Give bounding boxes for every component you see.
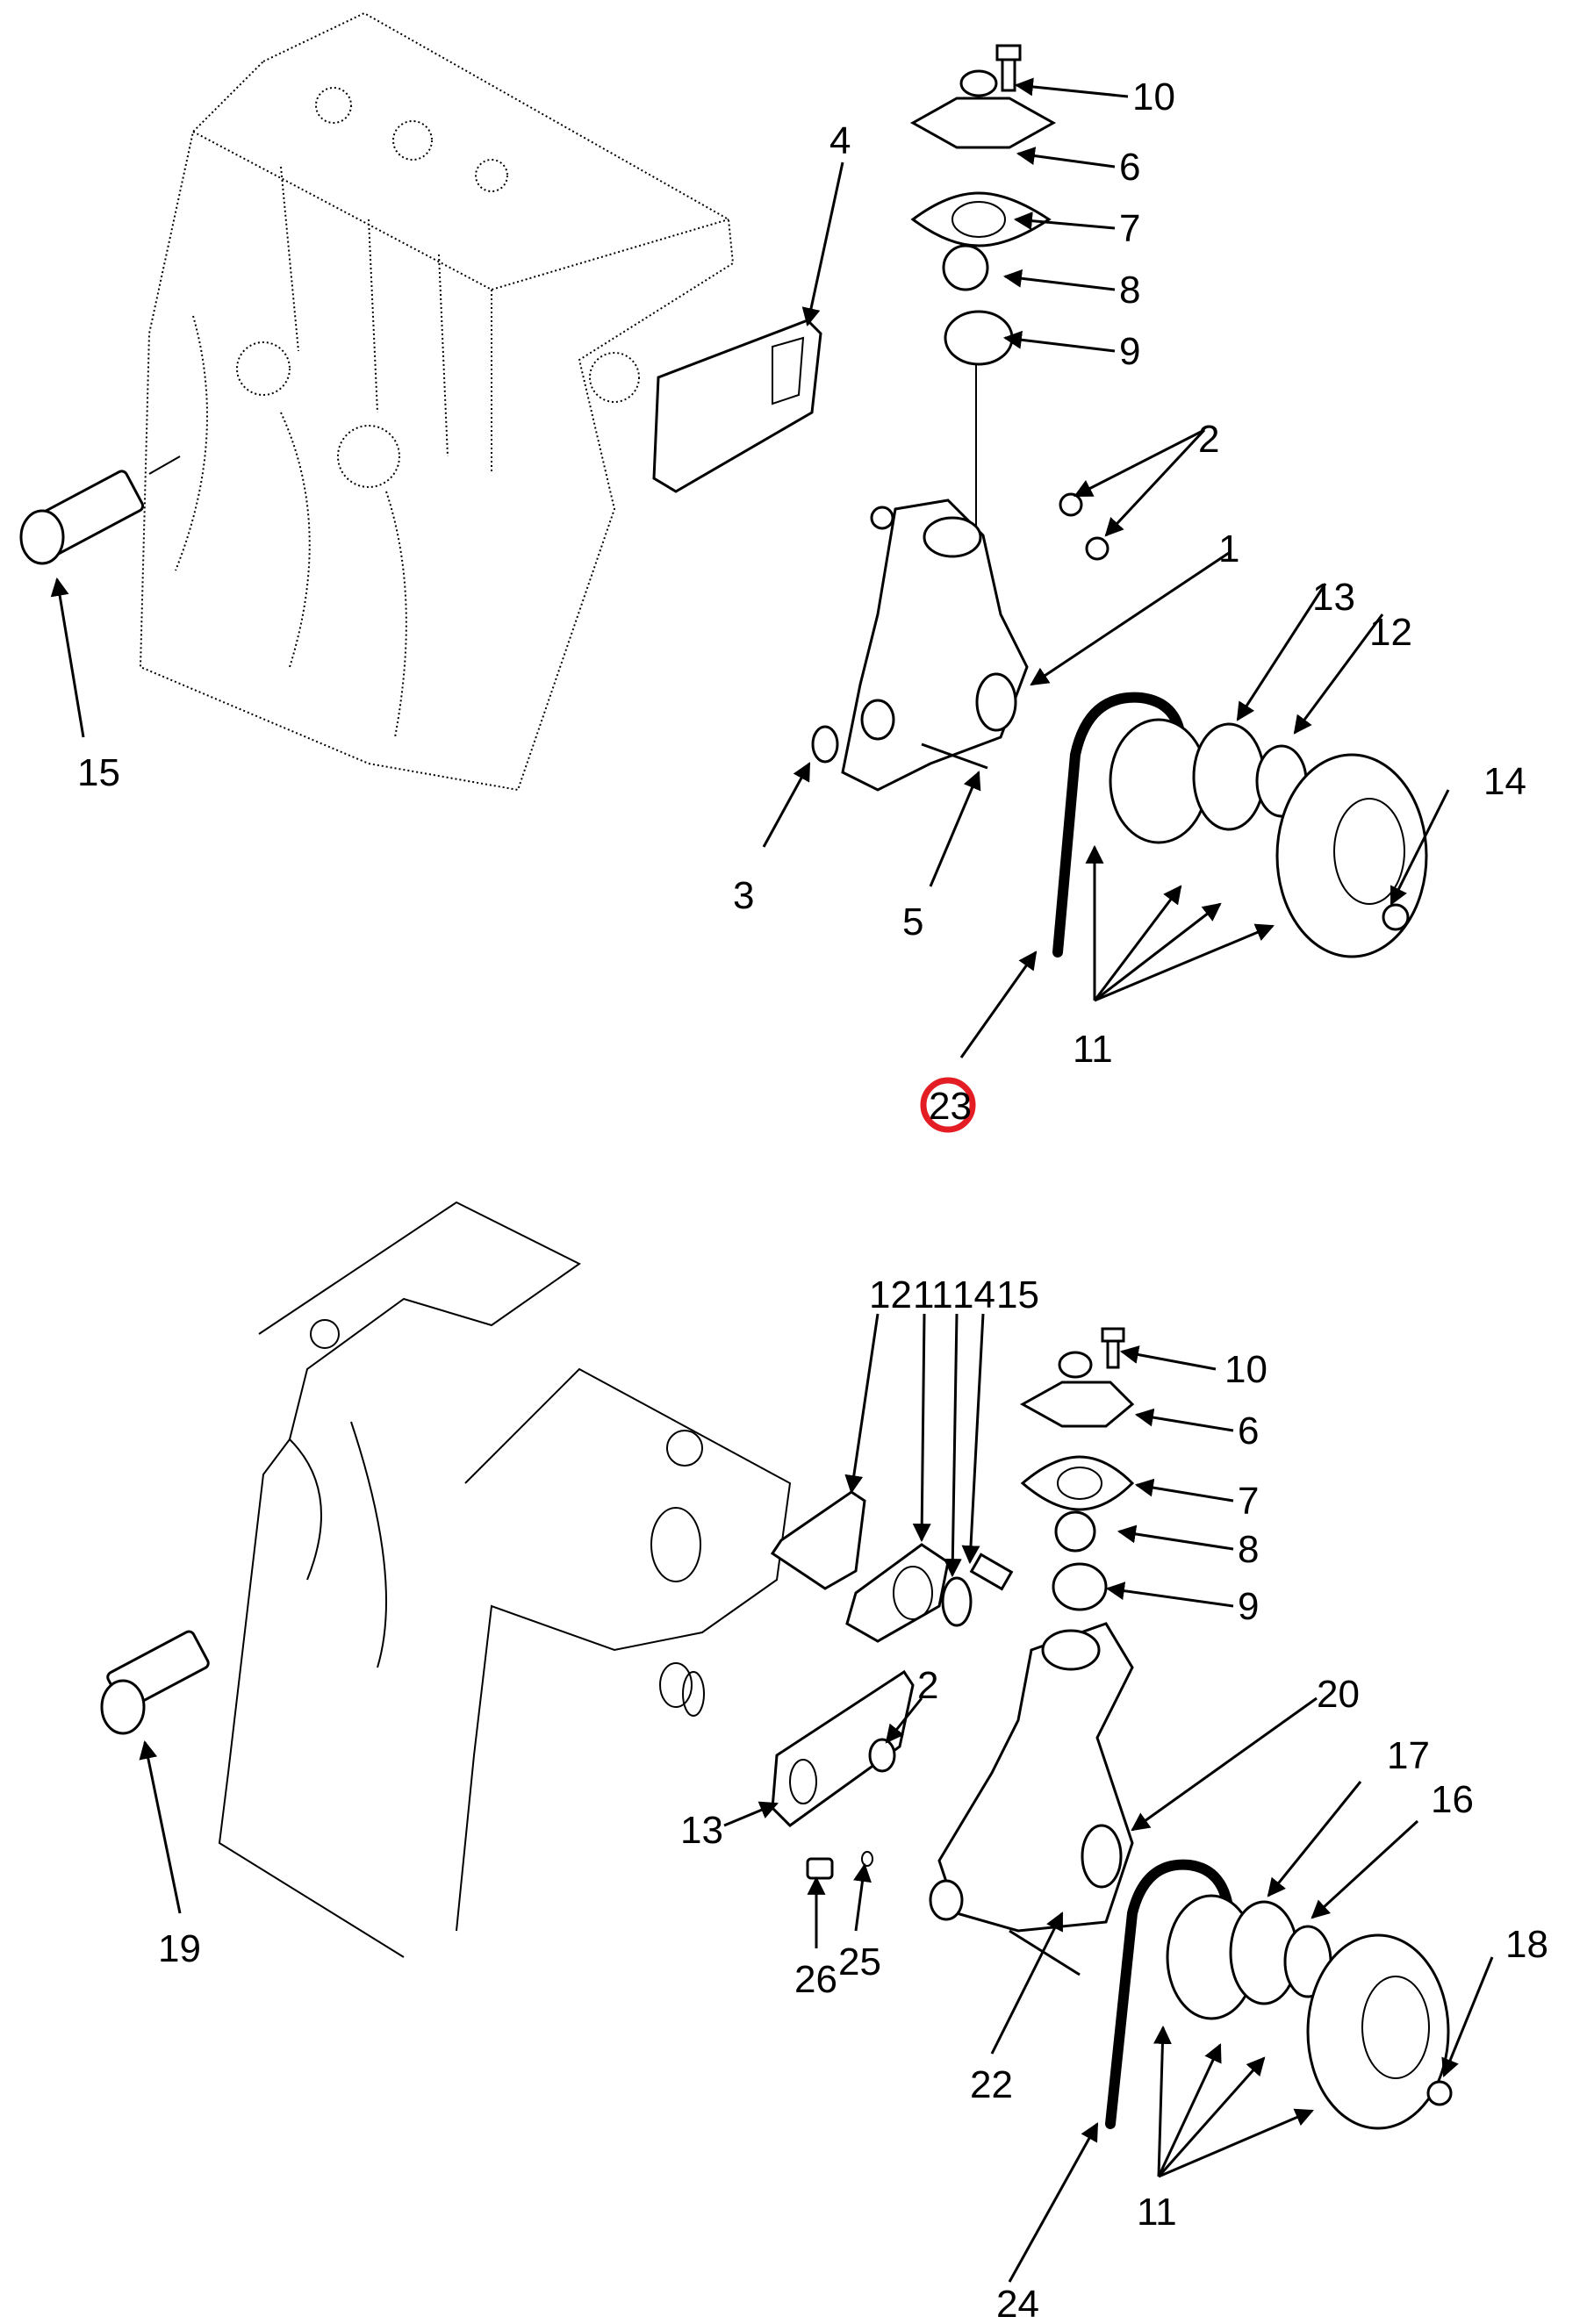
callout-7: 7 xyxy=(1119,207,1140,250)
callout-13: 13 xyxy=(1312,576,1355,619)
thermostat-stack-upper xyxy=(909,44,1057,544)
callout-14: 14 xyxy=(1483,760,1526,803)
part-24-belt xyxy=(1105,1859,1234,2129)
lower-view: 12 11 14 15 10 6 7 8 9 2 13 20 17 16 18 … xyxy=(100,1201,1548,2324)
callout-4: 4 xyxy=(829,119,851,162)
part-18-housing xyxy=(845,1543,950,1643)
callout-24: 24 xyxy=(996,2283,1039,2324)
part-15-sensor xyxy=(19,455,181,565)
part-14-nut xyxy=(1382,903,1410,931)
part-11-pulley-outer-lower xyxy=(1306,1933,1450,2130)
callout-25: 25 xyxy=(838,1940,881,1983)
callout-26: 26 xyxy=(794,1958,837,2001)
callout-8-lower: 8 xyxy=(1238,1528,1259,1571)
callout-2: 2 xyxy=(1198,418,1219,461)
callout-3: 3 xyxy=(733,874,754,917)
highlight-ring xyxy=(920,1077,976,1133)
part-25-ring xyxy=(861,1851,873,1867)
callout-11-lower: 11 xyxy=(1137,2191,1177,2234)
callout-1: 1 xyxy=(1218,527,1239,570)
callout-6: 6 xyxy=(1119,146,1140,189)
callout-20: 14 xyxy=(952,1273,995,1316)
callout-15-lower: 19 xyxy=(158,1927,201,1970)
leader-lines-upper xyxy=(50,77,1450,1058)
callout-19: 12 xyxy=(869,1273,912,1316)
callout-5: 5 xyxy=(902,900,923,943)
callout-12: 12 xyxy=(1369,611,1412,654)
callouts-upper: 10 6 7 8 9 4 2 1 13 12 14 3 5 11 15 23 xyxy=(77,75,1526,1133)
part-26-plug xyxy=(806,1857,834,1880)
thermostat-stack-lower xyxy=(1019,1327,1135,1611)
callout-2-lower: 2 xyxy=(917,1664,938,1707)
callout-10-lower: 10 xyxy=(1224,1348,1267,1391)
callout-17: 13 xyxy=(680,1809,723,1852)
part-14-nut-lower xyxy=(1426,2080,1453,2106)
part-5-bolt xyxy=(921,742,988,770)
callout-10: 10 xyxy=(1132,75,1175,118)
callout-13-lower: 17 xyxy=(1387,1734,1430,1777)
callout-15: 15 xyxy=(77,751,120,794)
part-13-spacer xyxy=(1192,722,1266,831)
callout-22: 22 xyxy=(970,2063,1013,2106)
engine-block-lower xyxy=(218,1201,792,1958)
callout-9: 9 xyxy=(1119,330,1140,373)
part-20-o-ring xyxy=(941,1576,973,1627)
callout-8: 8 xyxy=(1119,269,1140,312)
callout-7-lower: 7 xyxy=(1238,1480,1259,1523)
callout-9-lower: 9 xyxy=(1238,1585,1259,1628)
part-15-sensor-lower xyxy=(100,1630,210,1735)
part-16-water-pump xyxy=(929,1622,1134,1933)
part-4-gasket xyxy=(652,319,822,493)
engine-block-upper xyxy=(139,11,735,792)
part-23-belt xyxy=(1052,692,1186,958)
callout-21: 15 xyxy=(996,1273,1039,1316)
callout-6-lower: 6 xyxy=(1238,1409,1259,1452)
part-1-water-pump xyxy=(841,492,1109,792)
callout-23[interactable]: 23 xyxy=(929,1085,972,1128)
callout-12-lower: 16 xyxy=(1431,1778,1474,1821)
part-21-bolt xyxy=(969,1553,1014,1591)
part-2-plug-lower xyxy=(868,1738,896,1773)
leader-lines-lower xyxy=(139,1313,1494,2283)
part-11-pulley-inner xyxy=(1109,718,1209,844)
part-22-bolt xyxy=(1009,1929,1081,1976)
callout-23-highlighted[interactable]: 23 xyxy=(920,1077,976,1133)
callout-16: 20 xyxy=(1317,1673,1360,1716)
callout-14-lower: 18 xyxy=(1505,1923,1548,1966)
callout-18: 11 xyxy=(913,1273,953,1316)
callout-11: 11 xyxy=(1073,1028,1113,1071)
upper-view: 10 6 7 8 9 4 2 1 13 12 14 3 5 11 15 23 xyxy=(19,11,1526,1133)
part-3-o-ring xyxy=(811,725,839,764)
callouts-lower: 12 11 14 15 10 6 7 8 9 2 13 20 17 16 18 … xyxy=(158,1273,1548,2324)
